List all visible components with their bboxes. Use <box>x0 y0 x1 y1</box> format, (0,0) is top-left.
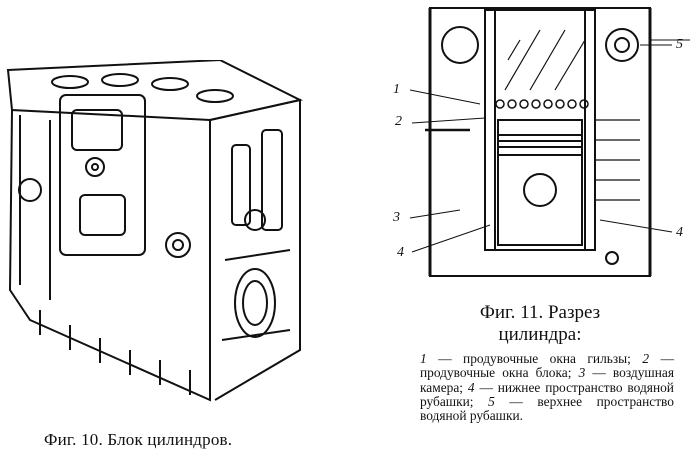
label-3: 3 <box>393 210 400 225</box>
legend-text-3: — воздушная камера; <box>420 365 674 395</box>
legend-text-4: — нижнее пространство водяной рубашки; <box>420 379 674 409</box>
legend-num-3: 3 <box>578 365 586 381</box>
legend-num-1: 1 <box>420 351 427 366</box>
legend-num-4: 4 <box>467 379 475 395</box>
legend-text-2: — продувочные окна блока; <box>420 351 674 381</box>
figure-11-caption: Фиг. 11. Разрез цилиндра: <box>440 302 640 346</box>
legend-num-5: 5 <box>488 393 495 409</box>
legend-text-5: — верхнее пространство водяной рубашки. <box>420 393 674 424</box>
figure-11-caption-line2: цилиндра: <box>498 324 582 345</box>
label-4-left: 4 <box>397 245 404 260</box>
figure-11-caption-line1: Фиг. 11. Разрез <box>479 302 601 323</box>
figure-10-caption: Фиг. 10. Блок цилиндров. <box>44 430 233 449</box>
figure-11-legend: 1 — продувочные окна гильзы; 2 — продуво… <box>420 351 674 424</box>
legend-text-1: — продувочные окна гильзы; <box>438 351 631 366</box>
cylinder-section-drawing <box>409 7 690 277</box>
label-1: 1 <box>393 82 400 97</box>
label-2: 2 <box>395 114 402 129</box>
label-5: 5 <box>676 37 683 52</box>
cylinder-block-drawing <box>6 60 303 402</box>
label-4-right: 4 <box>676 225 683 240</box>
legend-num-2: 2 <box>642 351 650 366</box>
